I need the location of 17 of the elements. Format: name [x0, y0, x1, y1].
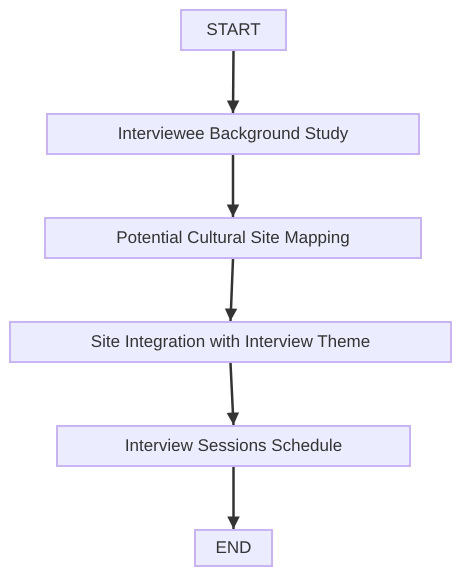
- arrow: [227, 467, 240, 529]
- box-label: END: [216, 537, 252, 560]
- process-box: [56, 425, 411, 467]
- process-box: [194, 529, 273, 567]
- arrow: [226, 155, 240, 217]
- box-label: START: [206, 19, 261, 42]
- process-box: [46, 113, 420, 155]
- arrow: [226, 51, 240, 113]
- box-label: Site Integration with Interview Theme: [90, 331, 370, 354]
- process-box: [180, 9, 287, 51]
- arrow: [226, 362, 240, 426]
- arrow: [224, 258, 238, 322]
- box-label: Potential Cultural Site Mapping: [116, 227, 350, 250]
- box-label: Interview Sessions Schedule: [124, 435, 342, 458]
- box-label: Interviewee Background Study: [118, 123, 348, 146]
- process-box: [9, 321, 452, 363]
- process-box: [44, 217, 422, 259]
